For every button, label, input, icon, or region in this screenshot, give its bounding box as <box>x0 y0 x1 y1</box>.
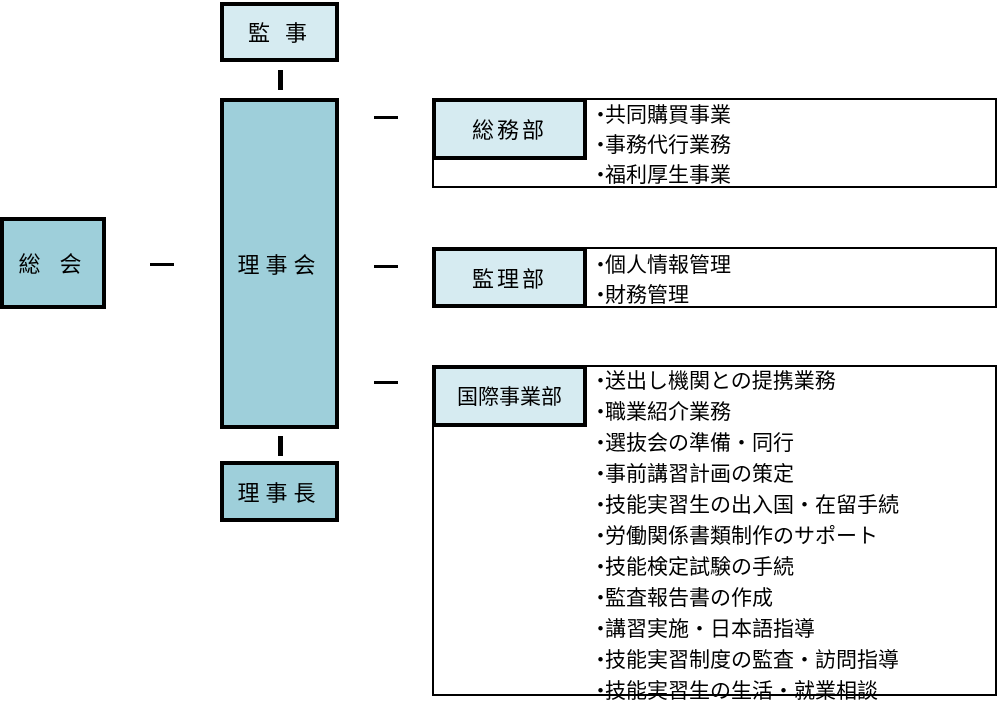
auditor-label: 監 事 <box>248 22 311 47</box>
duty-item: 事務代行業務 <box>590 130 731 160</box>
duty-item: 監査報告書の作成 <box>590 583 899 614</box>
duty-list-international: 送出し機関との提携業務 職業紹介業務 選抜会の準備・同行 事前講習計画の策定 技… <box>590 366 899 707</box>
auditor-box: 監 事 <box>220 2 339 62</box>
duty-item: 技能検定試験の手続 <box>590 552 899 583</box>
connector-board-general-affairs <box>374 116 398 119</box>
duty-item: 労働関係書類制作のサポート <box>590 521 899 552</box>
board-box: 理事会 <box>220 98 339 429</box>
connector-board-chairman <box>278 436 283 456</box>
connector-auditor-board <box>278 70 283 90</box>
duty-item: 選抜会の準備・同行 <box>590 428 899 459</box>
duty-item: 福利厚生事業 <box>590 160 731 190</box>
duty-item: 技能実習生の出入国・在留手続 <box>590 490 899 521</box>
connector-board-supervision <box>374 265 398 268</box>
general-assembly-box: 総 会 <box>0 217 106 309</box>
duty-list-general-affairs: 共同購買事業 事務代行業務 福利厚生事業 <box>590 100 731 190</box>
duty-item: 職業紹介業務 <box>590 397 899 428</box>
department-supervision: 監理部 <box>432 247 587 308</box>
board-label: 理事会 <box>237 253 322 279</box>
chairman-box: 理事長 <box>220 461 339 522</box>
duty-item: 財務管理 <box>590 280 731 310</box>
connector-assembly-board <box>150 263 174 266</box>
general-assembly-label: 総 会 <box>18 253 88 278</box>
department-label: 国際事業部 <box>457 385 562 409</box>
department-label: 総務部 <box>471 119 547 144</box>
chairman-label: 理事長 <box>237 481 322 507</box>
duty-item: 共同購買事業 <box>590 100 731 130</box>
duty-item: 技能実習生の生活・就業相談 <box>590 676 899 707</box>
department-international: 国際事業部 <box>432 365 587 427</box>
department-label: 監理部 <box>471 267 547 293</box>
duty-list-supervision: 個人情報管理 財務管理 <box>590 250 731 310</box>
duty-item: 送出し機関との提携業務 <box>590 366 899 397</box>
duty-item: 講習実施・日本語指導 <box>590 614 899 645</box>
duty-item: 技能実習制度の監査・訪問指導 <box>590 645 899 676</box>
connector-board-international <box>374 381 398 384</box>
duty-item: 事前講習計画の策定 <box>590 459 899 490</box>
department-general-affairs: 総務部 <box>432 98 587 160</box>
duty-item: 個人情報管理 <box>590 250 731 280</box>
